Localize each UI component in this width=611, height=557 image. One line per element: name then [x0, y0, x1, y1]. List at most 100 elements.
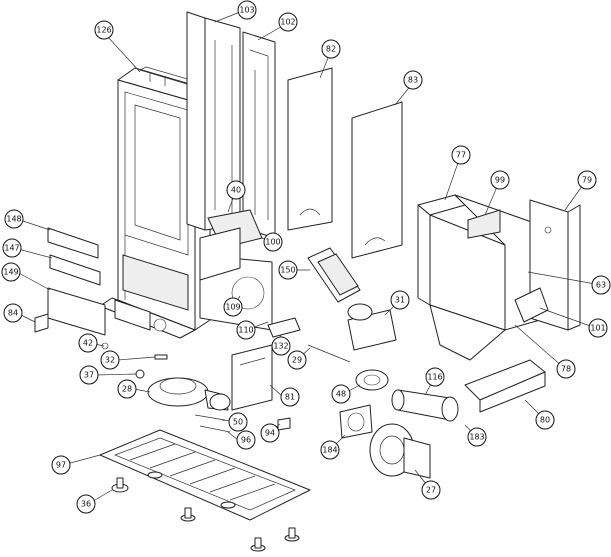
- panel-81: [231, 344, 273, 411]
- svg-text:100: 100: [265, 238, 280, 247]
- callout-184: 184: [320, 440, 340, 460]
- svg-text:109: 109: [225, 303, 240, 312]
- svg-text:94: 94: [265, 429, 275, 438]
- svg-text:77: 77: [456, 151, 466, 160]
- callout-28: 28: [117, 379, 137, 399]
- callout-97: 97: [51, 455, 71, 475]
- ignitor: [267, 317, 351, 363]
- callout-36: 36: [76, 494, 96, 514]
- svg-text:36: 36: [81, 500, 91, 509]
- svg-text:183: 183: [469, 433, 484, 442]
- callout-77: 77: [451, 145, 471, 165]
- callout-82: 82: [321, 39, 341, 59]
- feet-36: [111, 471, 300, 552]
- combustion-fan-27: [369, 423, 431, 479]
- callout-81: 81: [280, 387, 300, 407]
- auger-trough-80: [464, 359, 546, 413]
- svg-text:149: 149: [3, 268, 18, 277]
- callout-32: 32: [100, 350, 120, 370]
- svg-text:50: 50: [233, 418, 243, 427]
- callout-50: 50: [228, 412, 248, 432]
- callout-48: 48: [331, 384, 351, 404]
- callout-100: 100: [263, 232, 283, 252]
- svg-text:79: 79: [582, 176, 592, 185]
- handles: [47, 227, 106, 336]
- svg-text:37: 37: [84, 371, 94, 380]
- svg-text:184: 184: [322, 446, 337, 455]
- flange-184: [339, 404, 373, 439]
- svg-text:116: 116: [427, 373, 442, 382]
- callout-83: 83: [403, 70, 423, 90]
- svg-text:31: 31: [395, 296, 405, 305]
- burner-150: [307, 247, 361, 303]
- svg-text:29: 29: [292, 356, 302, 365]
- callout-80: 80: [535, 410, 555, 430]
- callout-96: 96: [236, 430, 256, 450]
- svg-text:102: 102: [280, 18, 295, 27]
- callout-102: 102: [278, 12, 298, 32]
- svg-text:63: 63: [596, 281, 606, 290]
- callout-101: 101: [588, 318, 608, 338]
- svg-text:101: 101: [590, 324, 605, 333]
- callout-150: 150: [278, 260, 298, 280]
- svg-text:110: 110: [238, 326, 253, 335]
- svg-text:83: 83: [408, 76, 418, 85]
- svg-text:48: 48: [336, 390, 346, 399]
- svg-text:27: 27: [426, 486, 436, 495]
- svg-text:42: 42: [83, 339, 93, 348]
- callout-63: 63: [591, 275, 611, 295]
- tube-116: [391, 389, 459, 422]
- callout-110: 110: [236, 320, 256, 340]
- svg-text:99: 99: [495, 176, 505, 185]
- callout-78: 78: [556, 359, 576, 379]
- panel-82: [287, 67, 333, 231]
- motor-31: [347, 303, 397, 351]
- svg-text:103: 103: [239, 6, 254, 15]
- callout-37: 37: [79, 365, 99, 385]
- callout-27: 27: [421, 480, 441, 500]
- svg-text:147: 147: [4, 244, 19, 253]
- svg-text:148: 148: [6, 215, 21, 224]
- callout-148: 148: [4, 209, 24, 229]
- svg-text:132: 132: [273, 342, 288, 351]
- callout-94: 94: [260, 423, 280, 443]
- svg-text:78: 78: [561, 365, 571, 374]
- svg-text:40: 40: [231, 186, 241, 195]
- svg-text:84: 84: [8, 309, 18, 318]
- callout-149: 149: [1, 262, 21, 282]
- callout-132: 132: [271, 336, 291, 356]
- callout-31: 31: [390, 290, 410, 310]
- svg-text:81: 81: [285, 393, 295, 402]
- svg-text:32: 32: [105, 356, 115, 365]
- panel-103: [186, 11, 241, 231]
- svg-text:150: 150: [280, 266, 295, 275]
- svg-text:82: 82: [326, 45, 336, 54]
- hopper-assembly: [417, 194, 541, 361]
- callout-126: 126: [94, 20, 114, 40]
- callout-79: 79: [577, 170, 597, 190]
- callout-42: 42: [78, 333, 98, 353]
- callout-147: 147: [2, 238, 22, 258]
- base-tray-97: [99, 429, 311, 521]
- panel-83: [351, 101, 403, 259]
- callout-99: 99: [490, 170, 510, 190]
- fan-28: [147, 377, 231, 411]
- callout-116: 116: [425, 367, 445, 387]
- svg-text:96: 96: [241, 436, 251, 445]
- panel-102: [242, 31, 276, 239]
- svg-text:80: 80: [540, 416, 550, 425]
- callout-40: 40: [226, 180, 246, 200]
- svg-text:126: 126: [96, 26, 111, 35]
- callout-84: 84: [3, 303, 23, 323]
- bracket-84: [34, 313, 49, 333]
- part-101: [514, 287, 549, 323]
- callout-103: 103: [237, 0, 257, 20]
- svg-text:97: 97: [56, 461, 66, 470]
- callout-109: 109: [223, 297, 243, 317]
- callout-29: 29: [287, 350, 307, 370]
- gasket-48: [355, 369, 389, 391]
- svg-text:28: 28: [122, 385, 132, 394]
- callout-183: 183: [467, 427, 487, 447]
